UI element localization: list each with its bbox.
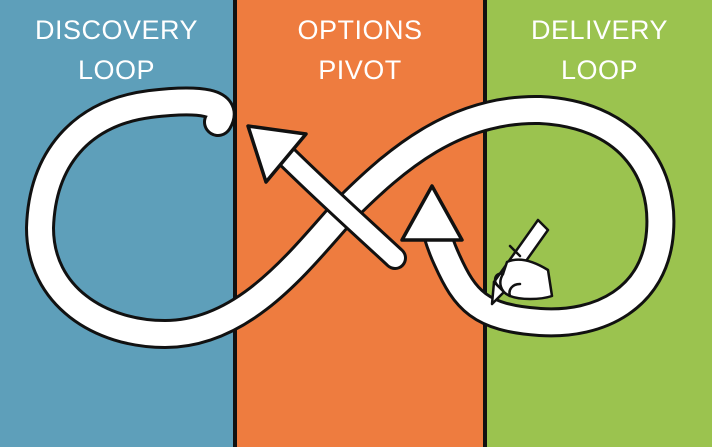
options-title-line-2: PIVOT	[318, 55, 402, 85]
delivery-loop-title: DELIVERY LOOP	[487, 10, 712, 90]
panel-divider-right	[483, 0, 487, 447]
panel-divider-left	[233, 0, 237, 447]
discovery-title-line-2: LOOP	[77, 55, 156, 85]
discovery-title-line-1: DISCOVERY	[34, 15, 199, 45]
up-left-arrow-icon	[246, 124, 395, 258]
options-title-line-1: OPTIONS	[297, 15, 423, 45]
up-arrow-icon	[400, 184, 464, 242]
options-pivot-title: OPTIONS PIVOT	[237, 10, 483, 90]
delivery-title-line-2: LOOP	[560, 55, 639, 85]
delivery-title-line-1: DELIVERY	[530, 15, 669, 45]
discovery-loop-title: DISCOVERY LOOP	[0, 10, 233, 90]
hand-with-pen-icon	[490, 218, 554, 306]
